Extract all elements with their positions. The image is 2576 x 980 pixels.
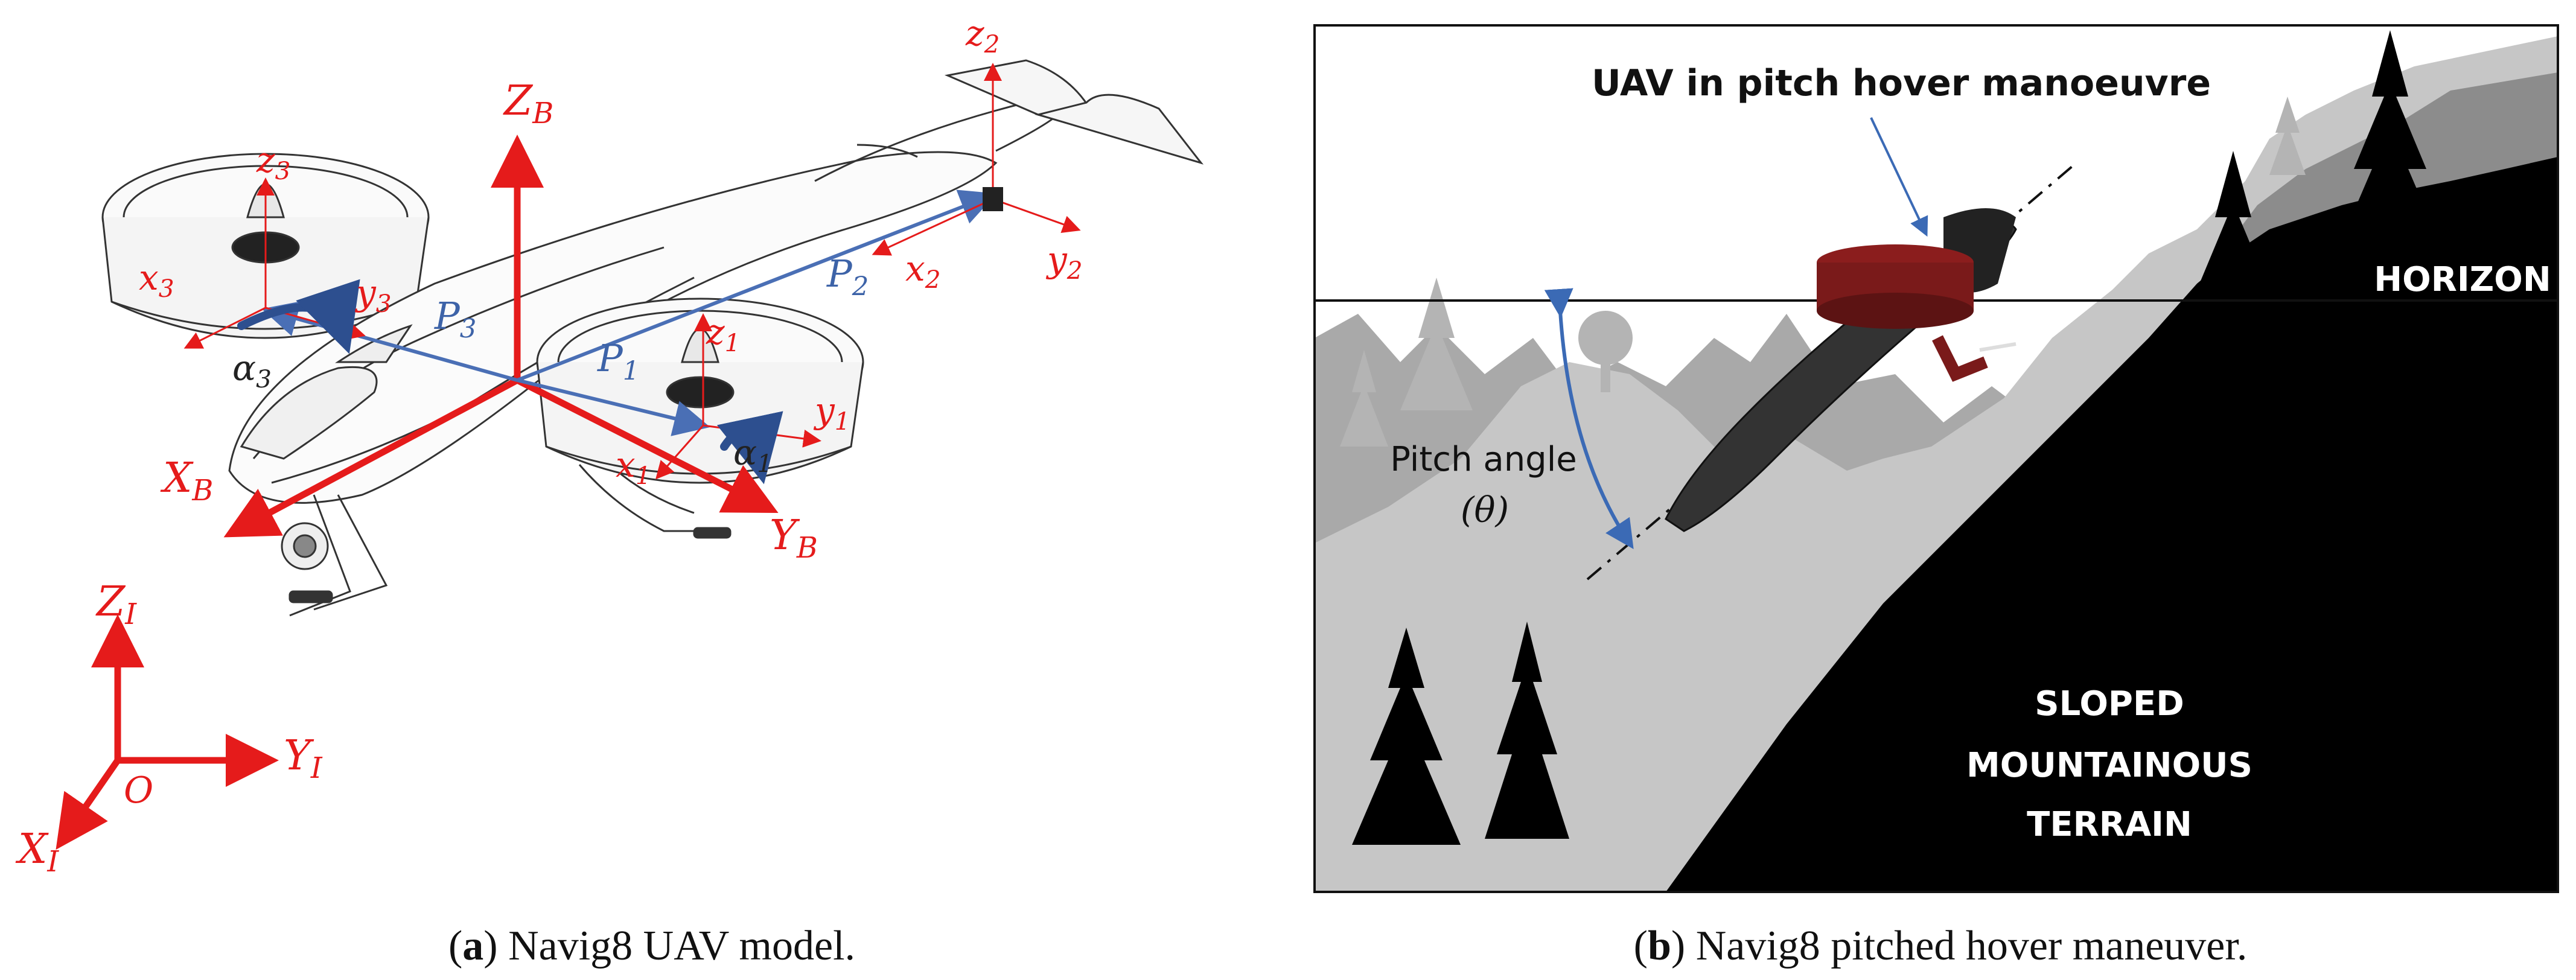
pitch-angle-arc — [1544, 288, 1634, 549]
y2-label: y2 — [1045, 239, 1083, 285]
yb-label: YB — [770, 512, 818, 565]
p1-label: P1 — [597, 336, 639, 386]
zi-label: ZI — [95, 578, 137, 631]
uav-callout-arrow — [1870, 117, 1928, 237]
y3-label: y3 — [354, 272, 392, 318]
panel-a-uav-model: ZB XB YB ZI YI XI O z1 y1 x1 α1 P1 z2 y2… — [15, 13, 1204, 969]
terrain-label-line1: SLOPED — [2035, 684, 2184, 724]
xi-label: XI — [15, 826, 59, 879]
terrain-label-line3: TERRAIN — [2027, 805, 2192, 844]
p1-vector — [517, 378, 710, 436]
alpha1-label: α1 — [733, 432, 773, 478]
rotor2-frame — [872, 63, 1081, 256]
panel-b-frame — [1313, 24, 2559, 893]
inertial-frame-axes — [56, 614, 279, 850]
pitched-uav — [1665, 208, 2017, 532]
pitch-angle-label: Pitch angle — [1390, 440, 1577, 479]
x3-label: x3 — [139, 257, 174, 303]
z1-label: z1 — [706, 311, 740, 357]
rotation-arrows — [237, 279, 783, 485]
yb-axis — [515, 377, 779, 513]
alpha3-label: α3 — [232, 348, 272, 393]
alpha1-arrow — [716, 411, 783, 485]
p3-label: P3 — [434, 294, 476, 344]
panel-b-pitch-hover: UAV in pitch hover manoeuvre HORIZON Pit… — [1313, 24, 2559, 969]
uav-title-label: UAV in pitch hover manoeuvre — [1592, 62, 2211, 104]
terrain-label-line2: MOUNTAINOUS — [1966, 746, 2252, 785]
tall-trees — [1352, 30, 2463, 845]
caption-b: (b) Navig8 pitched hover maneuver. — [1634, 923, 2248, 969]
black-terrain — [1666, 157, 2558, 892]
horizon-label: HORIZON — [2374, 260, 2551, 299]
pitch-symbol-label: (θ) — [1461, 489, 1509, 530]
x1-label: x1 — [616, 444, 651, 490]
yi-label: YI — [284, 732, 323, 785]
rotor1-duct — [536, 298, 864, 484]
alpha3-arrow — [237, 279, 360, 354]
body-frame-axes — [223, 135, 779, 538]
zb-label: ZB — [503, 77, 553, 130]
z2-label: z2 — [965, 13, 999, 59]
origin-label: O — [124, 769, 153, 812]
p2-vector — [516, 189, 997, 382]
z3-label: z3 — [256, 139, 290, 185]
y1-label: y1 — [813, 390, 850, 436]
caption-a: (a) Navig8 UAV model. — [448, 923, 855, 969]
xb-axis — [223, 377, 519, 538]
xb-label: XB — [160, 454, 213, 508]
p2-label: P2 — [826, 252, 869, 302]
x2-label: x2 — [905, 248, 941, 294]
